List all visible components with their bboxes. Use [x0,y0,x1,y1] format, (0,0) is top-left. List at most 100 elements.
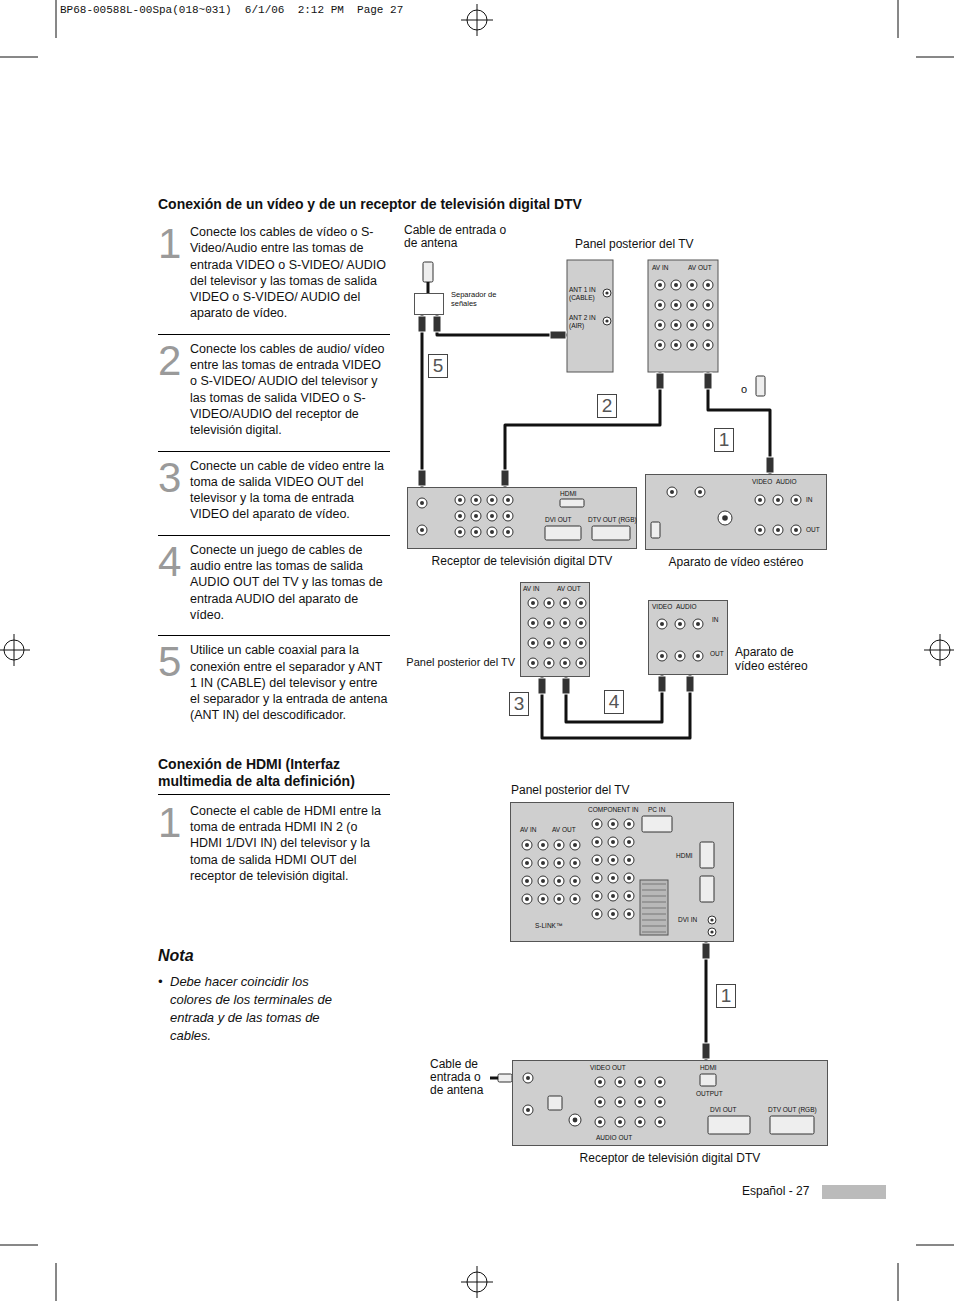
instruction-column: 1Conecte los cables de vídeo o S-Video/A… [158,222,390,1045]
jack-pin [525,897,529,901]
jack-pin [660,654,664,658]
jack-pin [706,303,710,307]
jack [603,317,611,325]
grille-slat [642,932,666,933]
jack-pin [557,897,561,901]
jack [592,891,602,901]
jack [624,891,634,901]
panel-fills [407,260,828,1146]
jack [655,320,665,330]
jack [570,876,580,886]
jack-pin [525,879,529,883]
footer-bar [822,1185,886,1199]
cable-plug [704,373,712,389]
rule-line [490,1077,498,1080]
jack-pin [531,641,535,645]
grille-slat [642,902,666,903]
device-caption: Panel posterior del TV [575,237,694,251]
jack-pin [706,323,710,327]
step-number: 1 [158,803,190,884]
jack-pin [674,343,678,347]
vcr-panel: Aparato de vídeo estéreo [645,474,827,550]
jack [595,1117,605,1127]
step-block: 4Conecte un juego de cables de audio ent… [158,535,390,635]
jack-pin [618,1120,622,1124]
jack-pin [658,1100,662,1104]
jack-pin [595,840,599,844]
jack [657,651,667,661]
jack-pin [722,515,728,521]
alternative-mark: o [741,383,747,396]
panel-face [510,802,734,942]
cable-plug [766,457,774,473]
jack-pin [696,622,700,626]
cable-label: Cable de entrada o de antena [430,1058,492,1097]
jack [608,819,618,829]
jack [791,525,801,535]
jack [655,280,665,290]
jack-pin [627,840,631,844]
jack-pin [547,641,551,645]
jack [615,1117,625,1127]
jack-pin [526,1076,530,1080]
jack [538,840,548,850]
jack-pin [506,514,510,518]
cable-plug [538,678,546,694]
port-label: ANT 2 IN (AIR) [569,314,601,330]
section-heading: Conexión de HDMI (Interfaz multimedia de… [158,756,390,790]
port-label: DVI IN [678,916,697,924]
jack [523,1073,533,1083]
jack-pin [563,601,567,605]
jack-pin [710,930,713,933]
panel-face [648,260,718,372]
jack-pin [658,283,662,287]
vent-grille [640,880,668,935]
port-label: HDMI [676,852,693,860]
jack-pin [776,498,780,502]
port-label: AV IN [523,585,540,593]
jack [576,598,586,608]
registration-cross [461,4,493,36]
jack [487,495,497,505]
jack-pin [658,323,662,327]
device-caption: Separador de señales [451,290,499,308]
jack-pin [573,1118,578,1123]
jack [503,511,513,521]
rule-line [0,1245,38,1246]
jack [655,1077,665,1087]
jack-pin [595,822,599,826]
socket [498,1074,512,1082]
jack-pin [618,1080,622,1084]
step-block: 3Conecte un cable de vídeo entre la toma… [158,451,390,535]
jack [675,651,685,661]
jack-pin [794,528,798,532]
jack-pin [458,498,462,502]
jack [576,638,586,648]
jack-pin [605,291,608,294]
device-caption: Aparato de vídeo estéreo [735,645,817,673]
jack-pin [595,912,599,916]
jack-pin [674,303,678,307]
jack [693,619,703,629]
jack [671,280,681,290]
panel-face [645,474,827,550]
jack-pin [627,912,631,916]
port-label: OUT [806,526,820,534]
jack-pin [598,1100,602,1104]
jack-pin [627,876,631,880]
jack [615,1077,625,1087]
jack-pin [638,1120,642,1124]
jack-pin [557,843,561,847]
jack [522,876,532,886]
jack [624,819,634,829]
jack [755,525,765,535]
cable-plug [433,316,441,332]
jack [455,527,465,537]
jack-pin [627,822,631,826]
port-label: S-LINK™ [535,922,562,930]
jack [703,340,713,350]
jack-pin [658,303,662,307]
cable-plug [418,316,426,332]
